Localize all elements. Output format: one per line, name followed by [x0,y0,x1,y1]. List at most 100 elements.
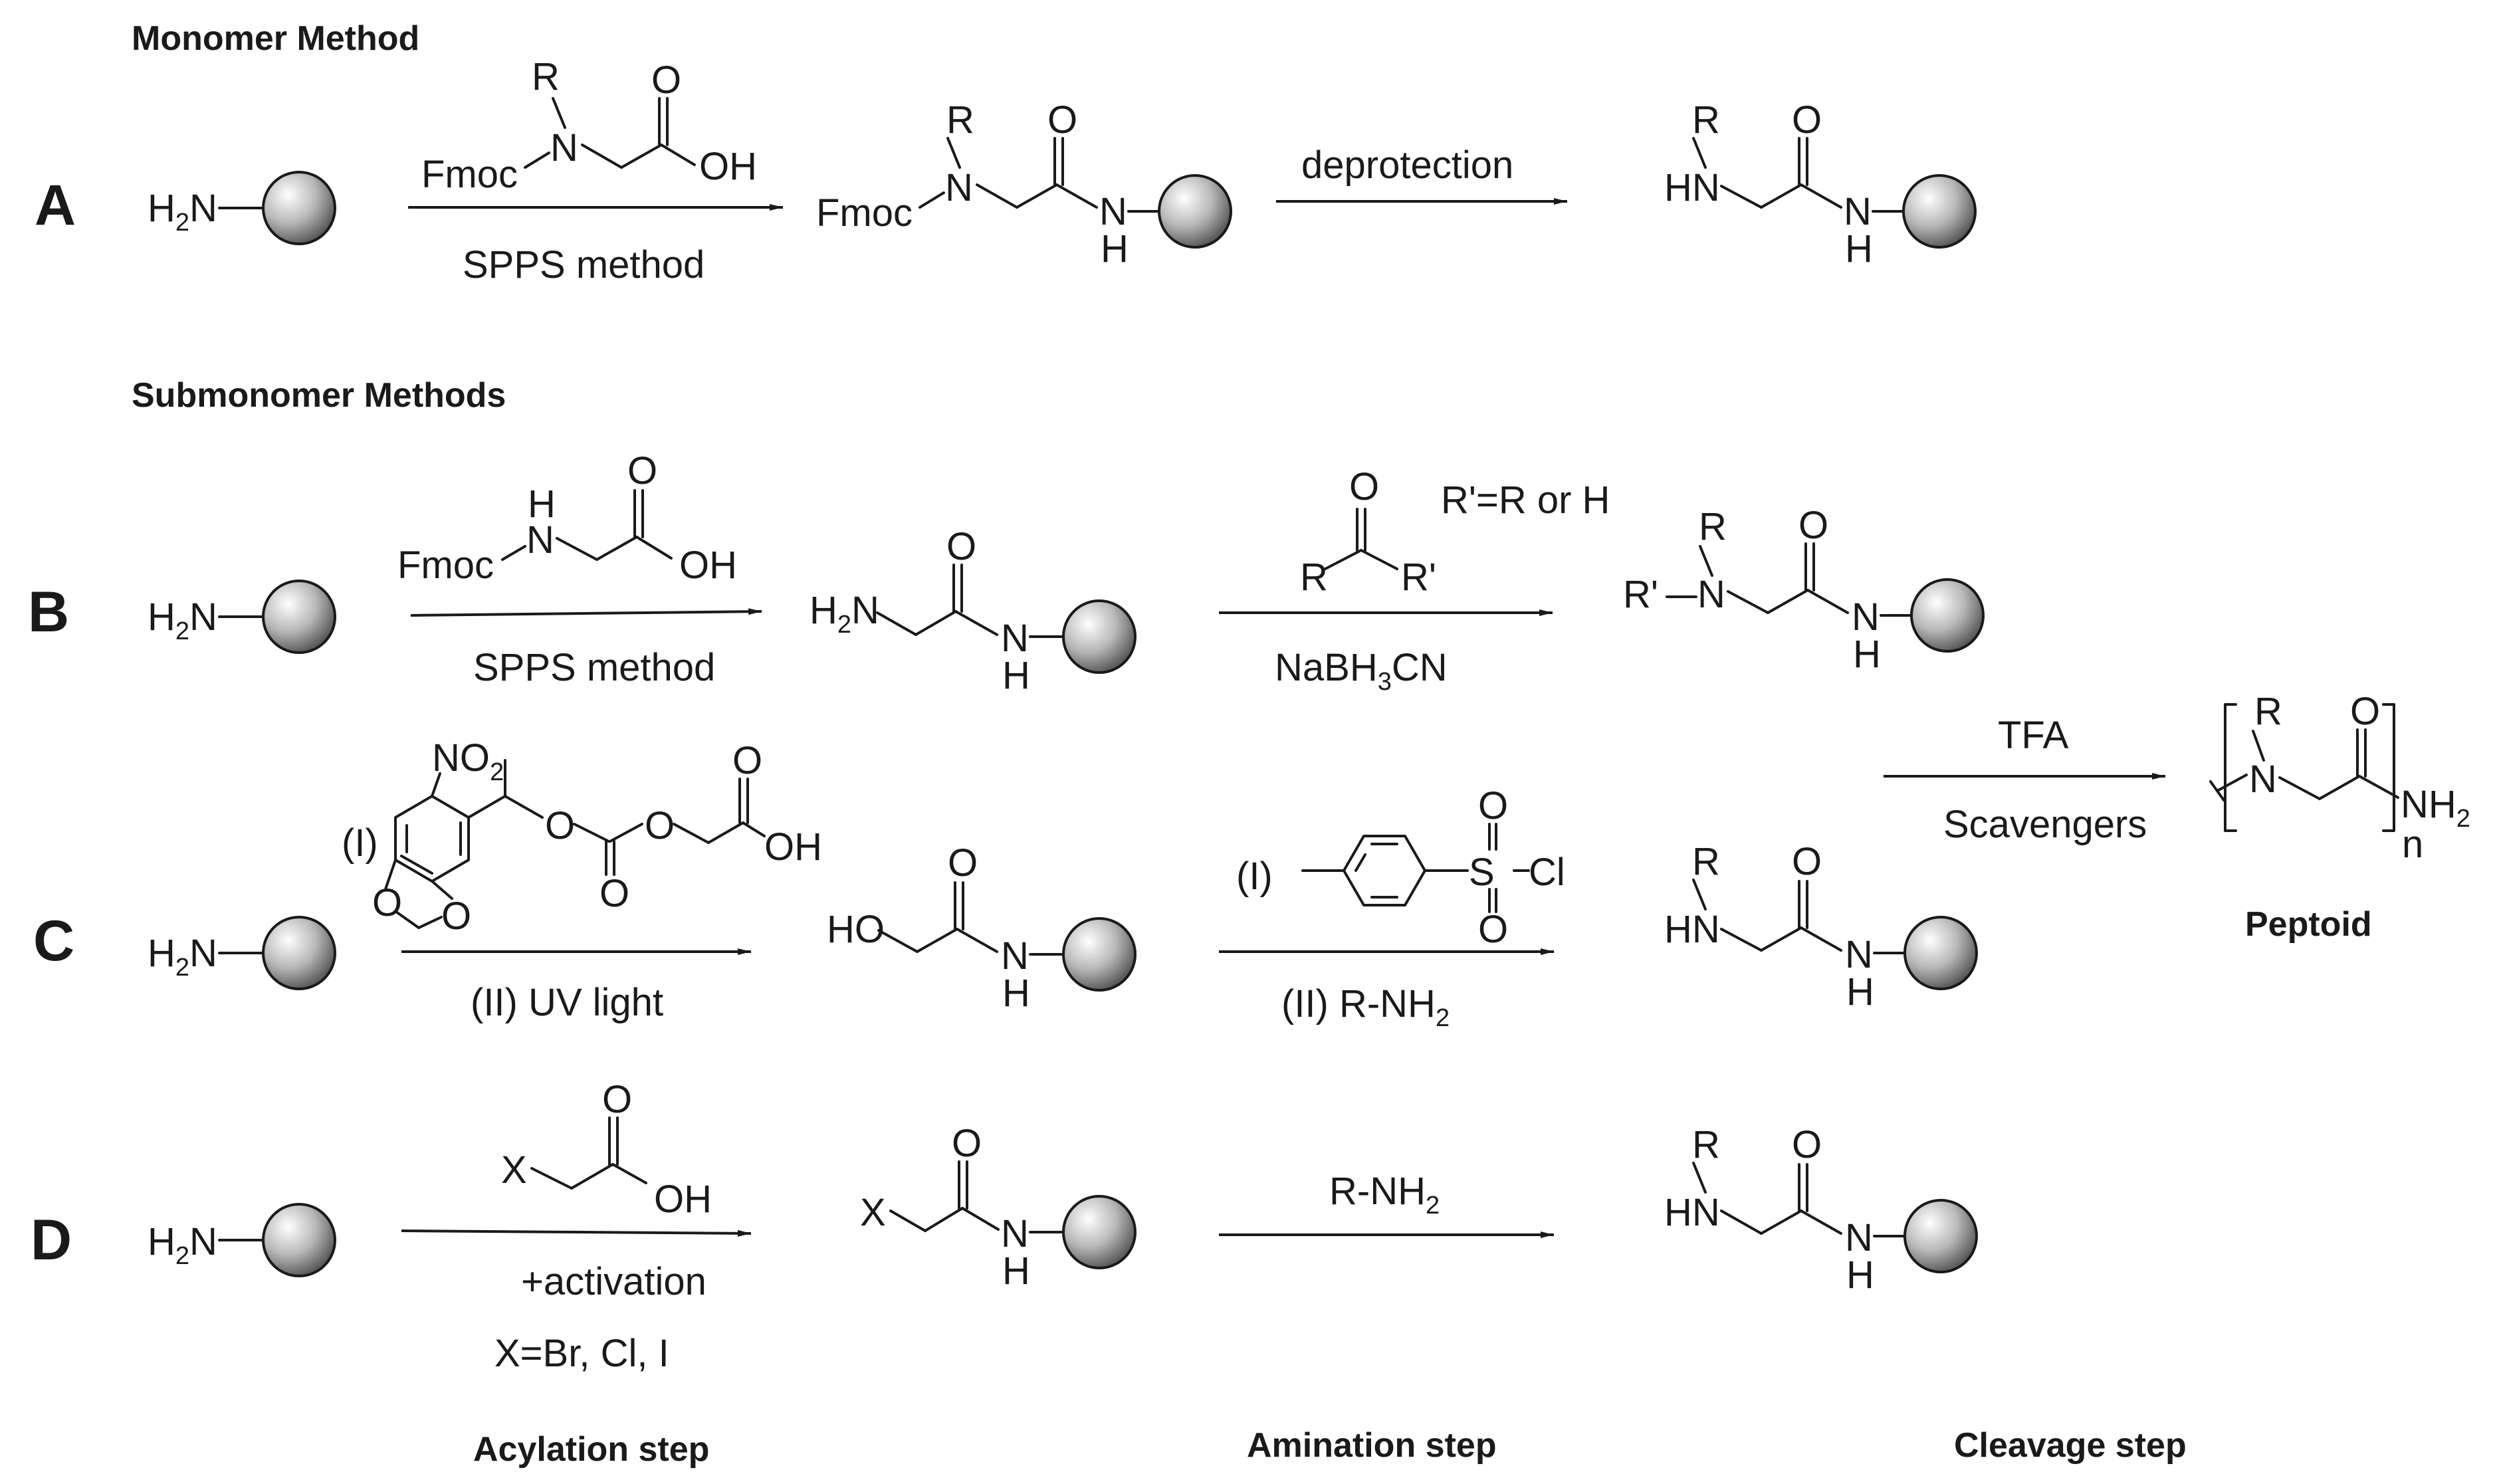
svg-text:R': R' [1401,556,1436,599]
svg-text:N: N [1697,573,1725,616]
svg-text:N: N [1844,190,1872,233]
a-condition-spps: SPPS method [463,243,705,286]
resin-bead [262,580,336,654]
svg-text:O: O [1792,840,1822,883]
b-arrow-coupling [410,608,762,617]
resin-bead [1903,916,1978,990]
d-condition-halogens: X=Br, Cl, I [494,1332,669,1375]
svg-text:H: H [1846,1253,1874,1297]
svg-text:Cl: Cl [1529,851,1565,894]
row-label-c: C [33,909,74,973]
d-product-resin: HN R O N H [1664,1123,1978,1297]
d-start-resin: H2N [148,1203,336,1277]
svg-text:(I): (I) [1236,855,1273,898]
svg-text:N: N [1845,1216,1873,1259]
svg-text:O: O [372,881,402,924]
cleavage-tfa: TFA [1998,714,2069,757]
d-arrow-acylation [401,1229,752,1237]
svg-text:R: R [1699,505,1727,548]
svg-text:H: H [528,482,556,526]
svg-text:O: O [1478,908,1508,951]
a-condition-deprotection: deprotection [1301,144,1513,187]
svg-text:N: N [550,126,578,169]
b-condition-spps: SPPS method [473,646,715,689]
resin-bead [262,171,336,245]
svg-text:O: O [1478,784,1508,827]
svg-text:HO: HO [827,908,885,951]
svg-text:OH: OH [679,544,737,587]
row-label-d: D [31,1208,72,1272]
svg-text:H2N: H2N [148,1220,217,1270]
svg-text:N: N [2249,758,2277,801]
row-label-b: B [28,580,69,644]
d-condition-activation: +activation [521,1260,706,1303]
c-reagent-tosyl-chloride: (I) S O O Cl [1236,784,1565,951]
monomer-method-title: Monomer Method [132,19,419,58]
peptoid-structure: N R O NH2 n [2209,690,2470,866]
svg-text:N: N [1001,934,1029,978]
svg-text:N: N [526,518,554,562]
svg-text:H2N: H2N [148,595,217,645]
svg-text:R: R [1692,840,1720,883]
svg-text:N: N [1852,595,1880,639]
svg-text:Fmoc: Fmoc [421,153,518,196]
c-condition-uv-light: (II) UV light [471,981,663,1024]
svg-text:O: O [441,895,471,938]
resin-bead [262,916,336,990]
svg-text:H: H [1002,654,1030,697]
svg-text:O: O [946,525,976,568]
resin-bead [1062,1195,1137,1269]
svg-text:O: O [952,1122,982,1165]
resin-bead [262,1203,336,1277]
svg-text:O: O [732,739,762,782]
svg-text:Fmoc: Fmoc [816,191,913,235]
resin-bead [1902,174,1977,249]
svg-text:R': R' [1623,573,1658,616]
svg-text:H: H [1101,227,1129,270]
amination-step-label: Amination step [1247,1426,1497,1465]
resin-bead [1062,599,1137,674]
svg-text:HN: HN [1664,166,1720,209]
svg-text:H2N: H2N [148,932,217,982]
svg-text:N: N [1845,933,1873,976]
svg-text:(I): (I) [342,821,378,865]
b-glycine-resin: H2N O N H [810,525,1137,697]
svg-text:O: O [1349,465,1379,508]
submonomer-methods-title: Submonomer Methods [132,376,506,415]
svg-text:H: H [1845,227,1873,270]
svg-text:O: O [645,804,675,847]
svg-text:OH: OH [764,825,822,869]
a-reagent-fmoc-monomer: Fmoc N R O OH [421,55,757,196]
svg-text:O: O [651,58,681,102]
svg-text:H2N: H2N [810,589,879,639]
b-condition-nabh3cn: NaBH3CN [1275,646,1448,696]
svg-text:N: N [1001,1212,1029,1255]
svg-text:OH: OH [654,1178,712,1221]
svg-text:R: R [1300,556,1328,599]
svg-text:S: S [1469,851,1495,894]
b-reagent-fmoc-glycine: Fmoc N H O OH [397,449,737,587]
svg-text:OH: OH [699,145,757,188]
d-haloacetyl-resin: X O N H [860,1122,1137,1293]
peptoid-label: Peptoid [2245,905,2372,944]
svg-text:O: O [2350,690,2380,733]
svg-text:O: O [599,872,629,915]
svg-text:H: H [1002,972,1030,1015]
svg-text:O: O [1047,98,1077,142]
d-condition-amine: R-NH2 [1329,1170,1440,1219]
svg-text:Fmoc: Fmoc [397,544,494,587]
svg-text:HN: HN [1664,1191,1720,1234]
svg-text:H: H [1846,970,1874,1013]
svg-text:HN: HN [1664,908,1720,951]
svg-text:X: X [860,1191,886,1234]
svg-text:H: H [1002,1249,1030,1293]
svg-text:X: X [501,1148,527,1192]
svg-text:n: n [2402,823,2423,866]
svg-text:H: H [1853,633,1881,676]
svg-text:NO2: NO2 [432,736,504,786]
b-rr-definition: R'=R or H [1441,478,1610,522]
svg-text:R: R [1692,98,1720,142]
row-label-a: A [35,173,76,237]
c-reagent-photolabile-linker: (I) NO2 O O O O O O OH [342,736,822,938]
